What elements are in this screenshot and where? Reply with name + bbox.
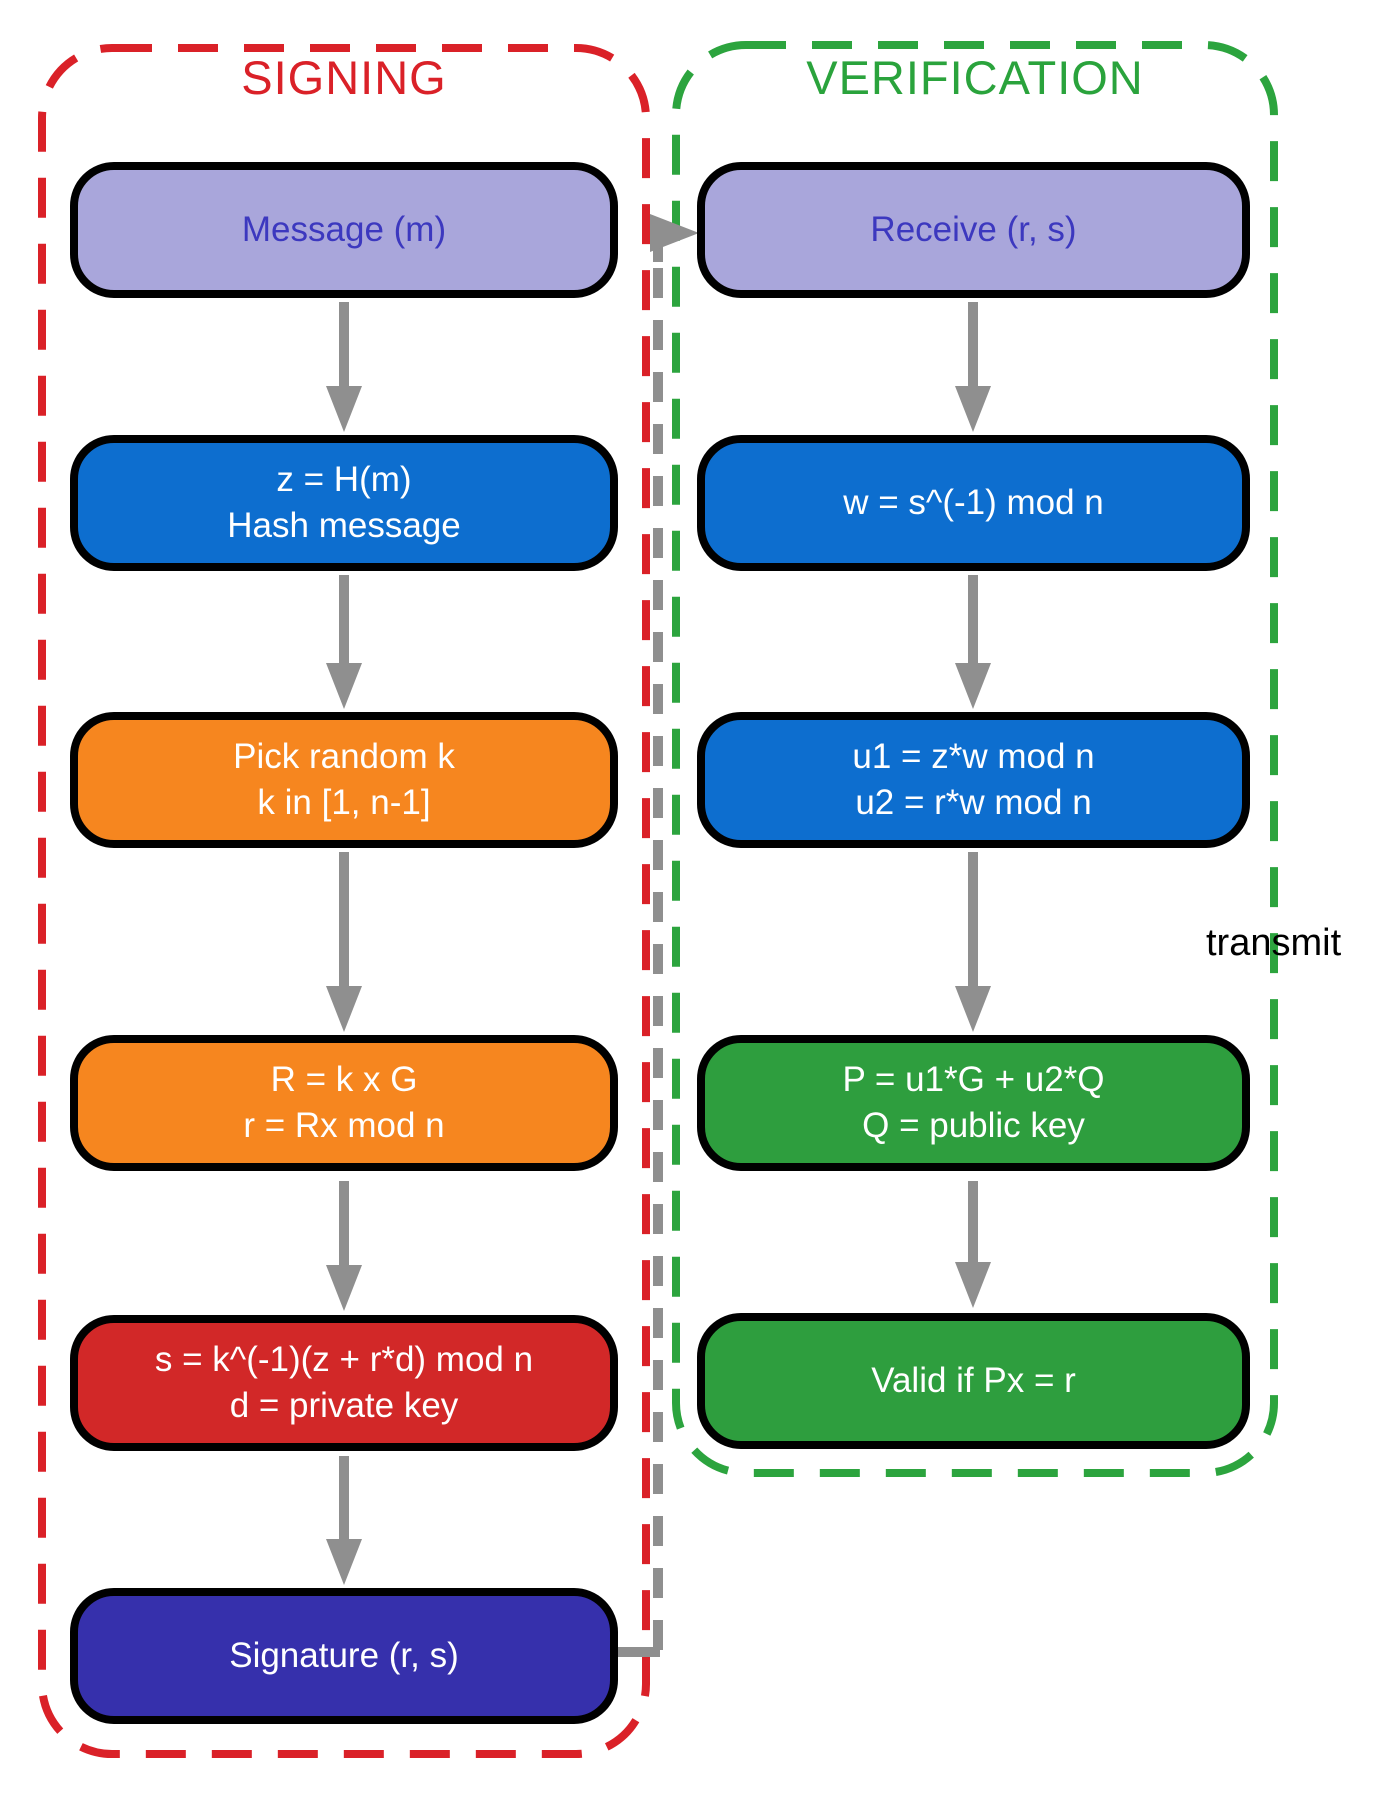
verification-group-border	[672, 41, 1278, 1477]
signing-title: SIGNING	[241, 51, 447, 104]
valid-check-box: Valid if Px = r	[697, 1313, 1250, 1449]
verification-title: VERIFICATION	[806, 51, 1144, 104]
box-line: z = H(m)	[276, 460, 412, 499]
compute-s-box: s = k^(-1)(z + r*d) mod n d = private ke…	[70, 1315, 618, 1451]
transmit-line	[616, 214, 699, 1657]
message-box: Message (m)	[70, 162, 618, 298]
flow-arrow	[326, 1181, 362, 1311]
signature-box: Signature (r, s)	[70, 1588, 618, 1724]
box-line: Hash message	[227, 506, 461, 545]
box-line: Valid if Px = r	[871, 1361, 1076, 1400]
transmit-label: transmit	[1206, 922, 1342, 964]
signing-flow-arrows	[326, 302, 362, 1585]
signing-group-border	[38, 44, 650, 1758]
box-line: Pick random k	[233, 737, 455, 776]
receive-box: Receive (r, s)	[697, 162, 1250, 298]
box-line: R = k x G	[270, 1060, 418, 1099]
box-line: u2 = r*w mod n	[855, 783, 1092, 822]
box-line: Signature (r, s)	[229, 1636, 459, 1675]
flow-arrow	[326, 575, 362, 709]
flow-arrow	[326, 852, 362, 1032]
flow-arrow	[955, 302, 991, 432]
compute-u1-u2-box: u1 = z*w mod n u2 = r*w mod n	[697, 712, 1250, 848]
transmit-arrowhead	[650, 214, 699, 252]
compute-p-box: P = u1*G + u2*Q Q = public key	[697, 1035, 1250, 1171]
flow-arrow	[955, 1181, 991, 1308]
box-line: u1 = z*w mod n	[852, 737, 1095, 776]
verification-flow-arrows	[955, 302, 991, 1308]
box-line: r = Rx mod n	[243, 1106, 445, 1145]
box-line: Receive (r, s)	[870, 210, 1077, 249]
box-line: s = k^(-1)(z + r*d) mod n	[154, 1340, 534, 1379]
compute-r-box: R = k x G r = Rx mod n	[70, 1035, 618, 1171]
flow-arrow	[326, 1456, 362, 1585]
pick-random-k-box: Pick random k k in [1, n-1]	[70, 712, 618, 848]
box-line: P = u1*G + u2*Q	[842, 1060, 1105, 1099]
box-line: Message (m)	[241, 210, 447, 249]
flow-arrow	[326, 302, 362, 432]
flow-arrow	[955, 575, 991, 709]
box-line: w = s^(-1) mod n	[843, 483, 1104, 522]
hash-message-box: z = H(m) Hash message	[70, 435, 618, 571]
box-line: d = private key	[229, 1386, 459, 1425]
flow-arrow	[955, 852, 991, 1032]
box-line: Q = public key	[862, 1106, 1085, 1145]
compute-w-box: w = s^(-1) mod n	[697, 435, 1250, 571]
box-line: k in [1, n-1]	[257, 783, 431, 822]
